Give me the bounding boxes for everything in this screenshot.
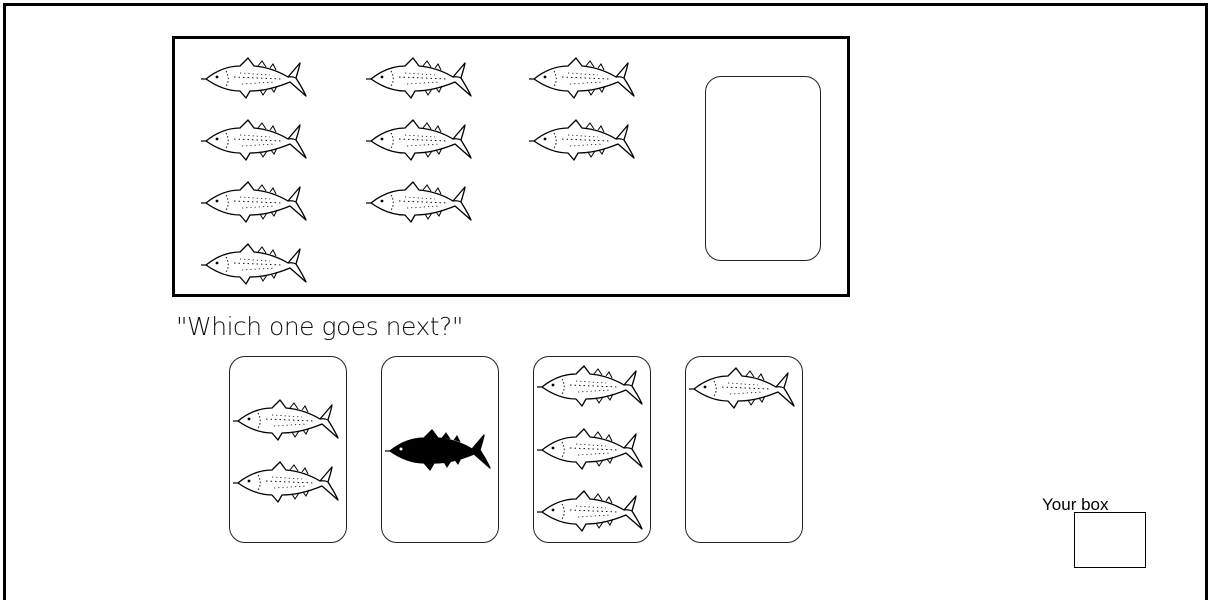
fish-icon (536, 357, 648, 413)
fish-icon (536, 420, 648, 476)
fish-icon (200, 235, 312, 291)
sequence-panel (172, 36, 850, 297)
choice-card-4[interactable] (685, 356, 803, 543)
question-prompt: "Which one goes next?" (176, 312, 463, 341)
choice-card-1[interactable] (229, 356, 347, 543)
fish-icon (688, 359, 800, 415)
fish-icon (528, 111, 640, 167)
fish-solid-icon (384, 421, 496, 477)
fish-icon (200, 173, 312, 229)
fish-icon (536, 482, 648, 538)
fish-icon (232, 391, 344, 447)
choice-card-2[interactable] (381, 356, 499, 543)
fish-icon (232, 453, 344, 509)
fish-icon (365, 49, 477, 105)
fish-icon (365, 111, 477, 167)
your-answer-box[interactable] (1074, 512, 1146, 568)
fish-icon (200, 111, 312, 167)
fish-icon (200, 49, 312, 105)
choice-card-3[interactable] (533, 356, 651, 543)
fish-icon (365, 173, 477, 229)
fish-icon (528, 49, 640, 105)
missing-card-slot (705, 76, 821, 261)
